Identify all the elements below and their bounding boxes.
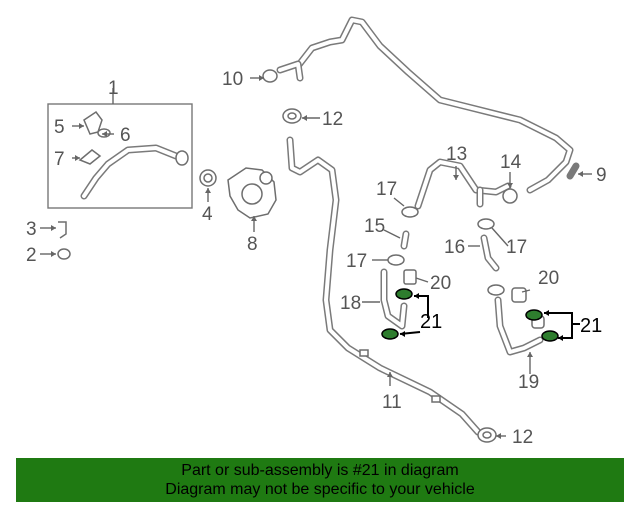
callout-4: 4 [202, 204, 213, 225]
parts-2-3 [57, 221, 71, 260]
callout-17-a: 17 [376, 179, 397, 200]
callout-11: 11 [382, 392, 402, 413]
disclaimer-line-1: Part or sub-assembly is #21 in diagram [181, 462, 459, 479]
callout-13: 13 [446, 144, 467, 165]
callout-10: 10 [222, 69, 243, 90]
disclaimer-banner: Part or sub-assembly is #21 in diagram D… [16, 458, 624, 502]
callout-8: 8 [247, 234, 258, 255]
clamp-14 [502, 188, 518, 204]
clamp-4 [199, 169, 217, 187]
callout-6: 6 [120, 125, 131, 146]
callout-21-b: 21 [580, 315, 602, 337]
callout-12-bottom: 12 [512, 427, 533, 448]
pipe-9 [294, 16, 580, 194]
callout-14: 14 [500, 152, 522, 173]
connector-10 [262, 60, 304, 83]
pipe-13 [414, 158, 512, 210]
callout-17-b: 17 [506, 237, 527, 258]
callout-7: 7 [54, 149, 65, 170]
clamp-12-top [282, 108, 302, 124]
clamp-17 [387, 206, 505, 296]
o-ring-21 [381, 288, 559, 342]
pipe-19 [494, 296, 544, 356]
callout-labels: 1 5 6 7 3 2 4 8 10 12 13 14 9 17 15 16 1… [26, 69, 607, 448]
hose-15 [400, 230, 410, 250]
assembly-box-1 [47, 88, 193, 209]
callout-2: 2 [26, 245, 37, 266]
callout-5: 5 [54, 117, 65, 138]
callout-17-c: 17 [346, 251, 367, 272]
arrowheads [51, 75, 583, 439]
callout-9: 9 [596, 165, 607, 186]
callout-12-top: 12 [322, 109, 343, 130]
callout-21-a: 21 [420, 311, 442, 333]
callout-20-b: 20 [538, 268, 559, 289]
hose-16 [480, 234, 500, 272]
callout-3: 3 [26, 219, 37, 240]
disclaimer-line-2: Diagram may not be specific to your vehi… [165, 481, 475, 498]
parts-diagram: 1 5 6 7 3 2 4 8 10 12 13 14 9 17 15 16 1… [26, 16, 607, 448]
callout-20-a: 20 [430, 273, 451, 294]
callout-18: 18 [340, 293, 361, 314]
callout-19: 19 [518, 372, 539, 393]
pipe-18 [380, 268, 408, 330]
thermostat-housing-8 [227, 167, 277, 219]
callout-15: 15 [364, 216, 385, 237]
pipe-11 [286, 136, 482, 436]
callout-1: 1 [108, 78, 119, 99]
clamp-12-bottom [477, 427, 497, 443]
callout-16: 16 [444, 237, 465, 258]
